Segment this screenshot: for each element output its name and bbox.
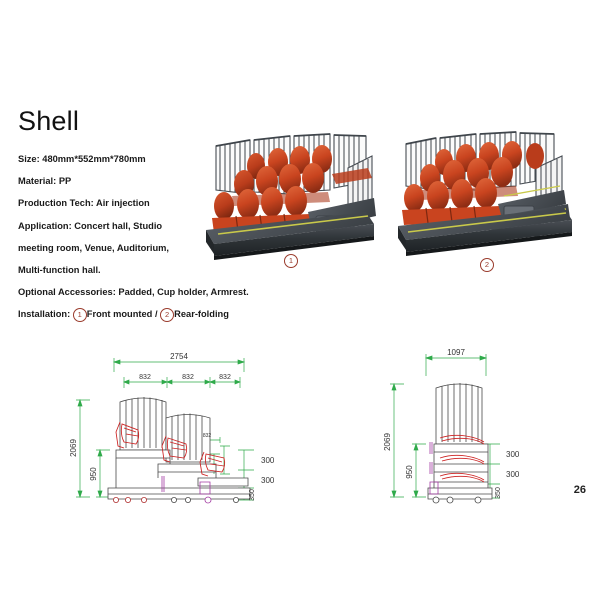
photo-2-marker-icon: 2 bbox=[480, 258, 494, 272]
side-elevation-drawing: 1097 2069 950 300 300 350 bbox=[378, 342, 553, 507]
dim-side-riser-1: 300 bbox=[506, 450, 520, 459]
photo-1-caption: 1 bbox=[284, 254, 298, 268]
installation-option-2: Rear-folding bbox=[174, 309, 229, 320]
dim-bay-1: 832 bbox=[139, 374, 151, 381]
installation-marker-1-icon: 1 bbox=[72, 308, 87, 323]
installation-separator: / bbox=[154, 309, 158, 320]
dim-riser-2: 300 bbox=[261, 476, 275, 485]
front-elevation-drawing: 2754 832 832 832 2069 950 300 300 350 83… bbox=[58, 342, 298, 507]
installation-marker-2-icon: 2 bbox=[160, 308, 175, 323]
seating-render-1 bbox=[206, 133, 376, 260]
dim-bay-3: 832 bbox=[219, 374, 231, 381]
dim-side-depth: 1097 bbox=[447, 348, 465, 357]
seating-render-2 bbox=[398, 131, 572, 256]
dim-side-overall-height: 2069 bbox=[383, 433, 392, 451]
seat-mechanism-overlay-front bbox=[115, 421, 226, 477]
cad-magenta-detail-front bbox=[161, 476, 211, 495]
cad-geometry-front bbox=[107, 397, 251, 504]
product-photo-front-mounted: 1 bbox=[196, 112, 386, 268]
dim-base-height: 350 bbox=[249, 489, 256, 501]
dim-riser-1: 300 bbox=[261, 456, 275, 465]
dim-bay-2: 832 bbox=[182, 374, 194, 381]
cad-geometry-side bbox=[427, 383, 493, 504]
spec-application-cont-2: Multi-function hall. bbox=[18, 265, 101, 276]
dim-tier-height: 950 bbox=[89, 467, 98, 481]
safety-stripe-2 bbox=[407, 212, 567, 233]
photo-2-caption: 2 bbox=[480, 258, 494, 272]
dim-side-base-height: 350 bbox=[495, 487, 502, 499]
installation-option-1: Front mounted bbox=[86, 309, 153, 320]
spec-optional-accessories: Optional Accessories: Padded, Cup holder… bbox=[18, 287, 249, 298]
dimension-lines-side bbox=[390, 354, 500, 499]
spec-production-tech: Production Tech: Air injection bbox=[18, 198, 150, 209]
photo-1-marker-icon: 1 bbox=[284, 254, 298, 268]
spec-material: Material: PP bbox=[18, 176, 72, 187]
dim-inner-bay: 832 bbox=[203, 433, 212, 439]
page-title: Shell bbox=[18, 106, 80, 136]
product-photo-rear-folding: 2 bbox=[392, 112, 582, 272]
platform-front-face-2 bbox=[406, 220, 572, 252]
dim-overall-width: 2754 bbox=[170, 352, 188, 361]
spec-application-cont-1: meeting room, Venue, Auditorium, bbox=[18, 242, 170, 253]
dim-overall-height: 2069 bbox=[69, 439, 78, 457]
dim-side-tier-height: 950 bbox=[405, 465, 414, 479]
platform-top-2 bbox=[398, 208, 572, 240]
safety-stripe bbox=[217, 215, 369, 235]
installation-label: Installation: bbox=[18, 309, 71, 320]
spec-size: Size: 480mm*552mm*780mm bbox=[18, 154, 146, 164]
spec-application: Application: Concert hall, Studio bbox=[18, 220, 163, 231]
cad-magenta-detail-side bbox=[429, 442, 439, 495]
seat-mechanism-overlay-side bbox=[439, 434, 485, 483]
dim-side-riser-2: 300 bbox=[506, 470, 520, 479]
platform-front-face bbox=[214, 224, 374, 256]
product-spec-block: Shell Size: 480mm*552mm*780mm Material: … bbox=[18, 108, 288, 326]
page-number: 26 bbox=[573, 484, 586, 496]
